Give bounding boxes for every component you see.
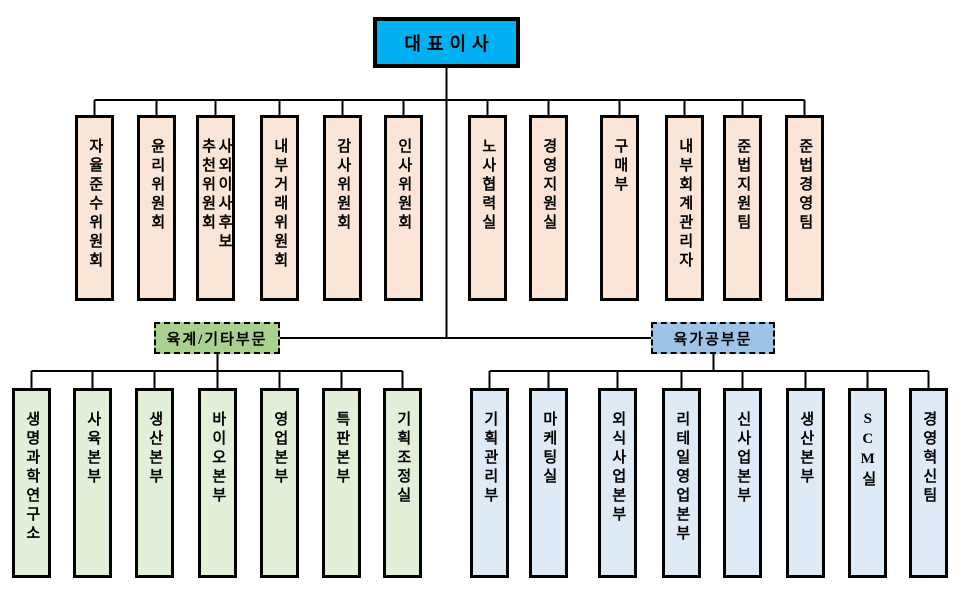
staff-box-management-support: 경영지원실	[529, 115, 568, 301]
division-label-text: 육가공부문	[673, 331, 753, 348]
unit-box-production-hq-left: 생산본부	[135, 388, 174, 578]
unit-box-management-innovation: 경영혁신팀	[909, 388, 948, 578]
unit-box-label: 사육본부	[84, 411, 101, 487]
unit-box-label: 생명과학연구소	[23, 411, 40, 544]
staff-box-label: 자율준수위원회	[86, 138, 103, 271]
staff-box-outside-director-nomination: 사외이사후보 추천위원회	[196, 115, 235, 301]
unit-box-life-science-institute: 생명과학연구소	[12, 388, 51, 578]
unit-box-label: 기획조정실	[394, 411, 411, 506]
staff-box-label: 구매부	[611, 138, 628, 195]
unit-box-special-sales-hq: 특판본부	[322, 388, 361, 578]
unit-box-label: SCM실	[859, 411, 876, 490]
staff-box-label: 윤리위원회	[148, 138, 165, 233]
staff-box-label: 내부거래위원회	[271, 138, 288, 271]
unit-box-marketing: 마케팅실	[529, 388, 568, 578]
staff-box-compliance-support: 준법지원팀	[723, 115, 762, 301]
division-label-text: 육계/기타부문	[166, 331, 268, 348]
staff-box-ethics-committee: 윤리위원회	[137, 115, 176, 301]
staff-box-autonomous-compliance: 자율준수위원회	[75, 115, 114, 301]
staff-box-internal-trade-committee: 내부거래위원회	[260, 115, 299, 301]
staff-box-purchasing: 구매부	[600, 115, 639, 301]
staff-box-compliance-management: 준법경영팀	[785, 115, 824, 301]
unit-box-label: 특판본부	[333, 411, 350, 487]
staff-box-label: 준법경영팀	[796, 138, 813, 233]
staff-box-label: 노사협력실	[479, 138, 496, 233]
staff-box-label: 내부회계관리자	[676, 138, 693, 271]
unit-box-planning-management: 기획관리부	[470, 388, 509, 578]
staff-box-label: 준법지원팀	[734, 138, 751, 233]
staff-box-audit-committee: 감사위원회	[323, 115, 362, 301]
ceo-box: 대표이사	[373, 17, 520, 68]
unit-box-label: 영업본부	[271, 411, 288, 487]
unit-box-label: 생산본부	[797, 411, 814, 487]
staff-box-labor-cooperation: 노사협력실	[468, 115, 507, 301]
unit-box-label: 마케팅실	[540, 411, 557, 487]
unit-box-planning-coordination: 기획조정실	[383, 388, 422, 578]
unit-box-bio-hq: 바이오본부	[198, 388, 237, 578]
staff-box-hr-committee: 인사위원회	[384, 115, 423, 301]
unit-box-retail-sales-hq: 리테일영업본부	[662, 388, 701, 578]
staff-box-label: 사외이사후보 추천위원회	[199, 138, 233, 252]
unit-box-label: 리테일영업본부	[673, 411, 690, 544]
unit-box-label: 신사업본부	[734, 411, 751, 506]
unit-box-food-service-hq: 외식사업본부	[598, 388, 637, 578]
unit-box-scm: SCM실	[848, 388, 887, 578]
staff-box-label: 감사위원회	[334, 138, 351, 233]
division-label-broiler-other: 육계/기타부문	[154, 322, 280, 354]
unit-box-label: 기획관리부	[481, 411, 498, 506]
staff-box-label: 인사위원회	[395, 138, 412, 233]
unit-box-new-business-hq: 신사업본부	[723, 388, 762, 578]
unit-box-label: 경영혁신팀	[920, 411, 937, 506]
unit-box-breeding-hq: 사육본부	[73, 388, 112, 578]
ceo-label: 대표이사	[404, 33, 495, 54]
division-label-processed-meat: 육가공부문	[651, 322, 775, 354]
staff-box-internal-accounting: 내부회계관리자	[665, 115, 704, 301]
staff-box-label: 경영지원실	[540, 138, 557, 233]
unit-box-sales-hq: 영업본부	[260, 388, 299, 578]
unit-box-production-hq-right: 생산본부	[786, 388, 825, 578]
unit-box-label: 생산본부	[146, 411, 163, 487]
unit-box-label: 외식사업본부	[609, 411, 626, 525]
unit-box-label: 바이오본부	[209, 411, 226, 506]
